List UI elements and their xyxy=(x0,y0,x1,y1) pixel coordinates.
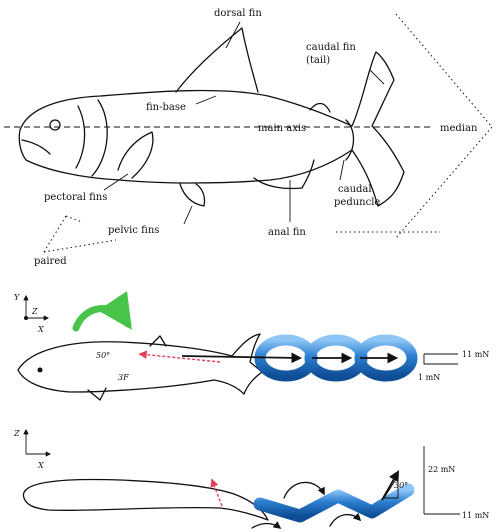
dorsal-axis-z-label: Z xyxy=(31,307,38,316)
leader-caudal xyxy=(370,70,384,84)
lateral-fish-outline xyxy=(23,480,268,520)
lateral-scale-vertical: 22 mN xyxy=(428,465,455,474)
dorsal-axis-y-label: Y xyxy=(14,293,20,302)
lateral-curl-arrow-3 xyxy=(252,524,280,529)
dorsal-fish-outline xyxy=(18,334,262,394)
dorsal-axis-z-dot xyxy=(24,316,28,320)
dorsal-force-label: 3F xyxy=(118,373,129,382)
leader-dorsal xyxy=(226,22,240,48)
pectoral-fin-shape xyxy=(118,132,153,178)
fish-body-outline xyxy=(19,52,404,206)
leader-pelvic xyxy=(184,206,192,224)
lateral-scale-horizontal: 11 mN xyxy=(462,511,489,520)
momentum-arrow-main xyxy=(182,356,300,358)
paired-bracket xyxy=(44,216,116,252)
red-force-arrow xyxy=(140,354,220,362)
dorsal-scale-bar xyxy=(424,354,458,364)
dorsal-fin-shape xyxy=(176,28,258,92)
dorsal-angle-label: 50° xyxy=(96,351,110,360)
pelvic-fin-shape xyxy=(180,184,205,206)
label-dorsal-fin: dorsal fin xyxy=(214,8,262,19)
fish-eye xyxy=(50,120,60,130)
label-median: median xyxy=(440,123,478,134)
label-fin-base: fin-base xyxy=(146,102,186,113)
label-anal-fin: anal fin xyxy=(268,227,306,238)
adipose-fin-shape xyxy=(310,104,330,113)
lateral-axis-z-label: Z xyxy=(13,429,20,438)
lateral-view-panel: Z X 30° 22 mN 11 mN xyxy=(13,429,489,528)
gill-cover-line xyxy=(92,100,107,176)
dorsal-fish-eye xyxy=(38,368,43,373)
anal-fin-shape xyxy=(254,160,314,189)
label-caudal-peduncle-1: caudal xyxy=(338,184,372,195)
label-caudal-peduncle-2: peduncle xyxy=(334,197,380,208)
dorsal-view-panel: Y Z X 50° 3F 11 mN 1 mN xyxy=(14,293,489,400)
green-rotation-arrow xyxy=(76,309,128,328)
lateral-red-arrow xyxy=(212,480,222,506)
dorsal-axis-x-label: X xyxy=(37,325,44,334)
lateral-axis-x-label: X xyxy=(37,461,44,470)
label-pectoral-fins: pectoral fins xyxy=(44,192,107,203)
dorsal-scale-vertical: 1 mN xyxy=(418,373,440,382)
leader-pectoral xyxy=(104,174,128,190)
dorsal-fin-tri-1 xyxy=(88,388,106,400)
leader-peduncle xyxy=(340,160,344,180)
gill-cover-line-inner xyxy=(76,106,85,168)
label-pelvic-fins: pelvic fins xyxy=(108,225,159,236)
label-paired: paired xyxy=(34,256,67,267)
fish-anatomy-panel: dorsal fin caudal fin (tail) fin-base ma… xyxy=(4,8,492,267)
label-main-axis: main axis xyxy=(258,123,306,134)
dorsal-scale-horizontal: 11 mN xyxy=(462,350,489,359)
lateral-curl-arrow-1 xyxy=(284,482,324,498)
label-tail: (tail) xyxy=(306,55,330,66)
leader-finbase xyxy=(196,96,216,104)
label-caudal-fin: caudal fin xyxy=(306,42,356,53)
mouth-line xyxy=(22,140,50,154)
lateral-curl-arrow-2 xyxy=(330,515,360,526)
lateral-angle-label: 30° xyxy=(394,481,408,490)
